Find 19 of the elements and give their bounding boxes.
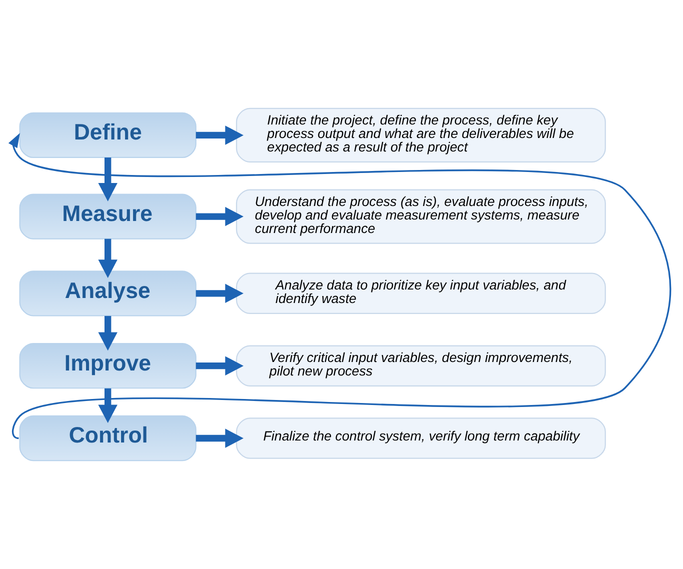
node-box: Understand the process (as is), evaluate process inputs, develop and evaluate measurement systems, measure current performance — [236, 189, 606, 244]
node-box: Initiate the project, define the process, define key process output and what are the deliverables will be expected as a result of the project — [236, 108, 606, 162]
node-box: Finalize the control system, verify long term capability — [236, 418, 606, 459]
arrow — [196, 126, 244, 145]
node-box: Define — [19, 112, 196, 158]
node-box: Analyze data to prioritize key input variables, and identify waste — [236, 272, 606, 314]
arrow — [98, 388, 118, 424]
node-box: Verify critical input variables, design improvements, pilot new process — [236, 345, 606, 386]
node-box: Analyse — [19, 270, 196, 316]
arrow — [98, 238, 118, 278]
arrow — [98, 316, 118, 351]
arrow — [98, 158, 118, 202]
node-box: Control — [19, 415, 196, 462]
arrow — [196, 206, 244, 226]
node-box: Improve — [19, 343, 196, 389]
node-box: Measure — [19, 194, 196, 240]
arrow — [196, 284, 244, 304]
arrow — [196, 356, 244, 376]
arrow — [196, 428, 244, 448]
